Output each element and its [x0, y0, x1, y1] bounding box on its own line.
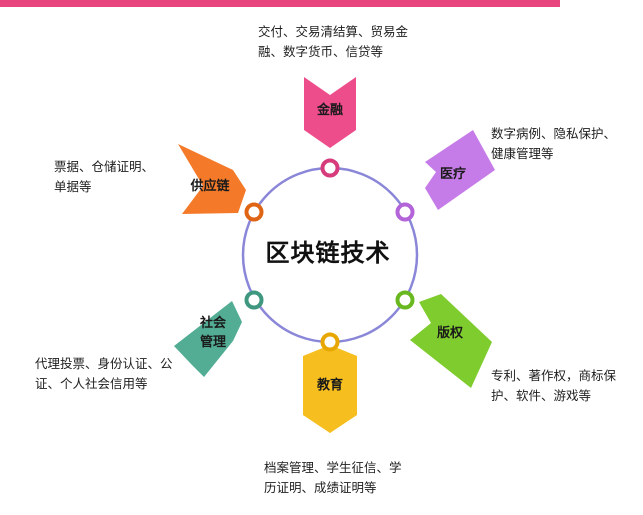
finance-label: 金融 [316, 103, 343, 118]
medical-description: 数字病例、隐私保护、健康管理等 [491, 126, 617, 161]
medical-label: 医疗 [439, 167, 466, 182]
social-label-line-1: 社会 [199, 316, 226, 331]
social-arrow [174, 301, 242, 377]
copyright-node-ring [395, 290, 415, 310]
top-accent-strip [0, 0, 560, 7]
social-label: 社会 管理 [193, 314, 233, 352]
education-node-ring [320, 332, 340, 352]
social-label-line-2: 管理 [199, 335, 226, 350]
social-node-ring [244, 290, 264, 310]
medical-node-ring [395, 202, 415, 222]
supply-label: 供应链 [190, 179, 230, 194]
center-title: 区块链技术 [265, 239, 391, 267]
supply-description: 票据、仓储证明、单据等 [54, 159, 155, 194]
finance-node-ring [320, 158, 340, 178]
finance-arrow [304, 77, 356, 148]
copyright-description: 专利、著作权，商标保护、软件、游戏等 [491, 368, 617, 403]
finance-description: 交付、交易清结算、贸易金融、数字货币、信贷等 [258, 24, 409, 59]
copyright-arrow [410, 294, 492, 388]
social-description: 代理投票、身份认证、公证、个人社会信用等 [35, 356, 173, 391]
education-description: 档案管理、学生征信、学历证明、成绩证明等 [264, 460, 402, 495]
education-label: 教育 [316, 378, 343, 393]
education-arrow [303, 345, 357, 433]
supply-node-ring [244, 202, 264, 222]
supply-arrow [178, 144, 246, 214]
medical-arrow [425, 130, 495, 210]
copyright-label: 版权 [436, 326, 463, 341]
